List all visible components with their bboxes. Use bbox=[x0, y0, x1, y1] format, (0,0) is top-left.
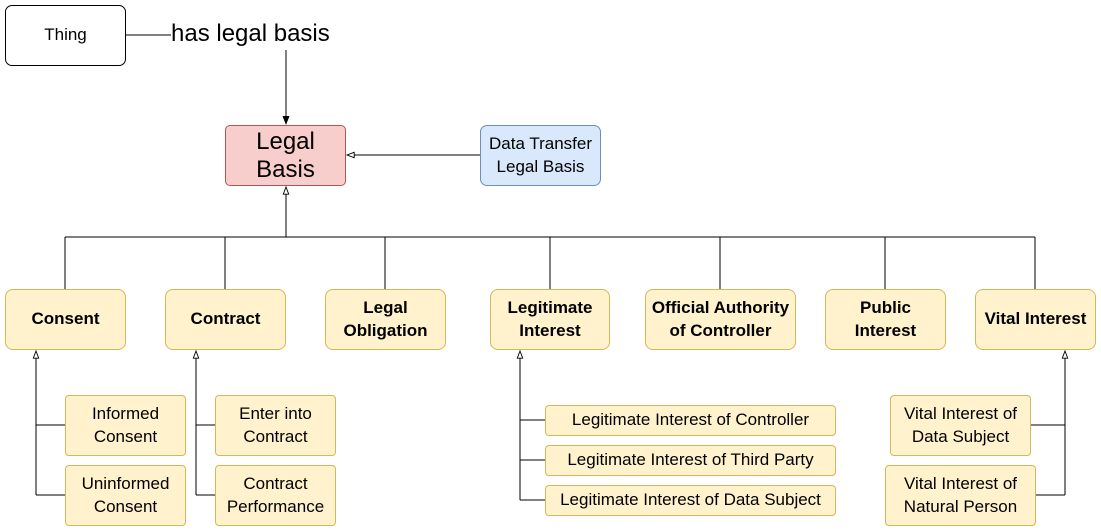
category-legal-obligation-label: Legal Obligation bbox=[343, 298, 428, 340]
data-transfer-node: Data Transfer Legal Basis bbox=[480, 125, 601, 186]
category-contract: Contract bbox=[165, 289, 286, 350]
subtype-vi-natural-person-label: Vital Interest of Natural Person bbox=[903, 474, 1018, 516]
subtype-contract-performance-label: Contract Performance bbox=[226, 474, 325, 516]
category-contract-label: Contract bbox=[190, 309, 261, 329]
subtype-enter-into-contract: Enter into Contract bbox=[215, 395, 336, 456]
category-public-interest: Public Interest bbox=[825, 289, 946, 350]
subtype-li-third-party: Legitimate Interest of Third Party bbox=[545, 445, 836, 476]
property-label: has legal basis bbox=[171, 20, 330, 47]
subtype-li-third-party-label: Legitimate Interest of Third Party bbox=[567, 450, 814, 470]
category-public-interest-label: Public Interest bbox=[854, 298, 917, 340]
category-legitimate-interest: Legitimate Interest bbox=[490, 289, 610, 350]
category-official-authority: Official Authority of Controller bbox=[645, 289, 796, 350]
subtype-li-data-subject: Legitimate Interest of Data Subject bbox=[545, 485, 836, 516]
subtype-contract-performance: Contract Performance bbox=[215, 465, 336, 526]
subtype-uninformed-consent: Uninformed Consent bbox=[65, 465, 186, 526]
subtype-informed-consent-label: Informed Consent bbox=[91, 404, 160, 446]
subtype-vi-data-subject-label: Vital Interest of Data Subject bbox=[903, 404, 1018, 446]
subtype-informed-consent: Informed Consent bbox=[65, 395, 186, 456]
category-consent: Consent bbox=[5, 289, 126, 350]
subtype-vi-natural-person: Vital Interest of Natural Person bbox=[885, 465, 1036, 526]
category-vital-interest-label: Vital Interest bbox=[984, 309, 1087, 329]
legal-basis-node: Legal Basis bbox=[225, 125, 346, 186]
subtype-uninformed-consent-label: Uninformed Consent bbox=[81, 474, 170, 516]
category-consent-label: Consent bbox=[31, 309, 100, 329]
data-transfer-label: Data Transfer Legal Basis bbox=[489, 134, 592, 176]
legal-basis-label: Legal Basis bbox=[256, 127, 315, 183]
subtype-enter-into-contract-label: Enter into Contract bbox=[239, 404, 312, 446]
category-legal-obligation: Legal Obligation bbox=[325, 289, 446, 350]
subtype-li-controller: Legitimate Interest of Controller bbox=[545, 405, 836, 436]
thing-label: Thing bbox=[44, 25, 87, 45]
subtype-li-data-subject-label: Legitimate Interest of Data Subject bbox=[560, 490, 821, 510]
category-legitimate-interest-label: Legitimate Interest bbox=[507, 298, 593, 340]
thing-node: Thing bbox=[5, 5, 126, 66]
subtype-li-controller-label: Legitimate Interest of Controller bbox=[571, 410, 810, 430]
subtype-vi-data-subject: Vital Interest of Data Subject bbox=[890, 395, 1031, 456]
category-vital-interest: Vital Interest bbox=[975, 289, 1096, 350]
category-official-authority-label: Official Authority of Controller bbox=[651, 298, 790, 340]
